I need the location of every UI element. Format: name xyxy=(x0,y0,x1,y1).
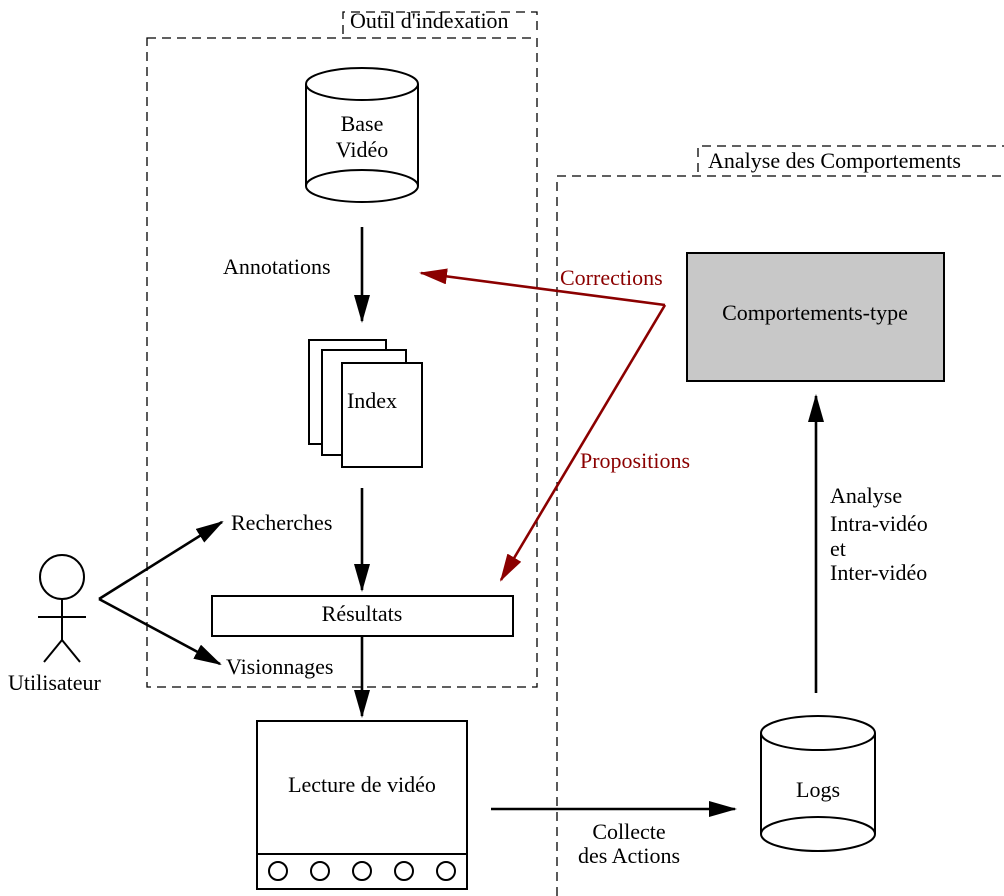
typical-behaviors-box: Comportements-type xyxy=(686,252,945,382)
typical-behaviors-label: Comportements-type xyxy=(722,300,908,325)
results-label: Résultats xyxy=(322,601,403,626)
corrections-label: Corrections xyxy=(560,265,663,290)
video-database-label-line2: Vidéo xyxy=(336,137,388,162)
group-indexing-tool: Outil d'indexation xyxy=(146,8,538,688)
group-indexing-tool-label: Outil d'indexation xyxy=(350,8,509,33)
player-control-button-icon xyxy=(310,861,330,881)
index-documents: Index xyxy=(308,339,423,468)
video-database-cylinder: Base Vidéo xyxy=(305,67,419,203)
searches-label: Recherches xyxy=(231,510,332,535)
player-control-button-icon xyxy=(436,861,456,881)
player-control-button-icon xyxy=(394,861,414,881)
video-player: Lecture de vidéo xyxy=(256,720,468,890)
video-database-label-line1: Base xyxy=(341,111,384,136)
user-label: Utilisateur xyxy=(8,670,102,695)
analysis-label-line3: et xyxy=(830,536,846,561)
user-to-viewings-arrow xyxy=(98,597,222,666)
user-to-searches-arrow xyxy=(98,520,224,601)
user-actor-icon xyxy=(38,554,86,663)
results-box: Résultats xyxy=(211,595,514,637)
player-control-button-icon xyxy=(268,861,288,881)
analysis-label-line4: Inter-vidéo xyxy=(830,560,927,585)
analysis-label-line2: Intra-vidéo xyxy=(830,511,928,536)
collect-label-line1: Collecte xyxy=(592,819,665,844)
player-control-button-icon xyxy=(352,861,372,881)
logs-label: Logs xyxy=(796,777,840,802)
annotations-label: Annotations xyxy=(223,254,331,279)
propositions-arrow xyxy=(499,304,667,582)
group-behavior-analysis: Analyse des Comportements xyxy=(556,145,1004,896)
analysis-label-line1: Analyse xyxy=(830,483,902,508)
propositions-label: Propositions xyxy=(580,448,690,473)
index-label: Index xyxy=(347,388,397,413)
group-behavior-analysis-label: Analyse des Comportements xyxy=(708,148,961,173)
video-player-label: Lecture de vidéo xyxy=(288,772,436,797)
collect-label-line2: des Actions xyxy=(578,843,680,868)
corrections-arrow xyxy=(419,268,666,307)
viewings-label: Visionnages xyxy=(226,654,333,679)
logs-cylinder: Logs xyxy=(760,715,876,852)
